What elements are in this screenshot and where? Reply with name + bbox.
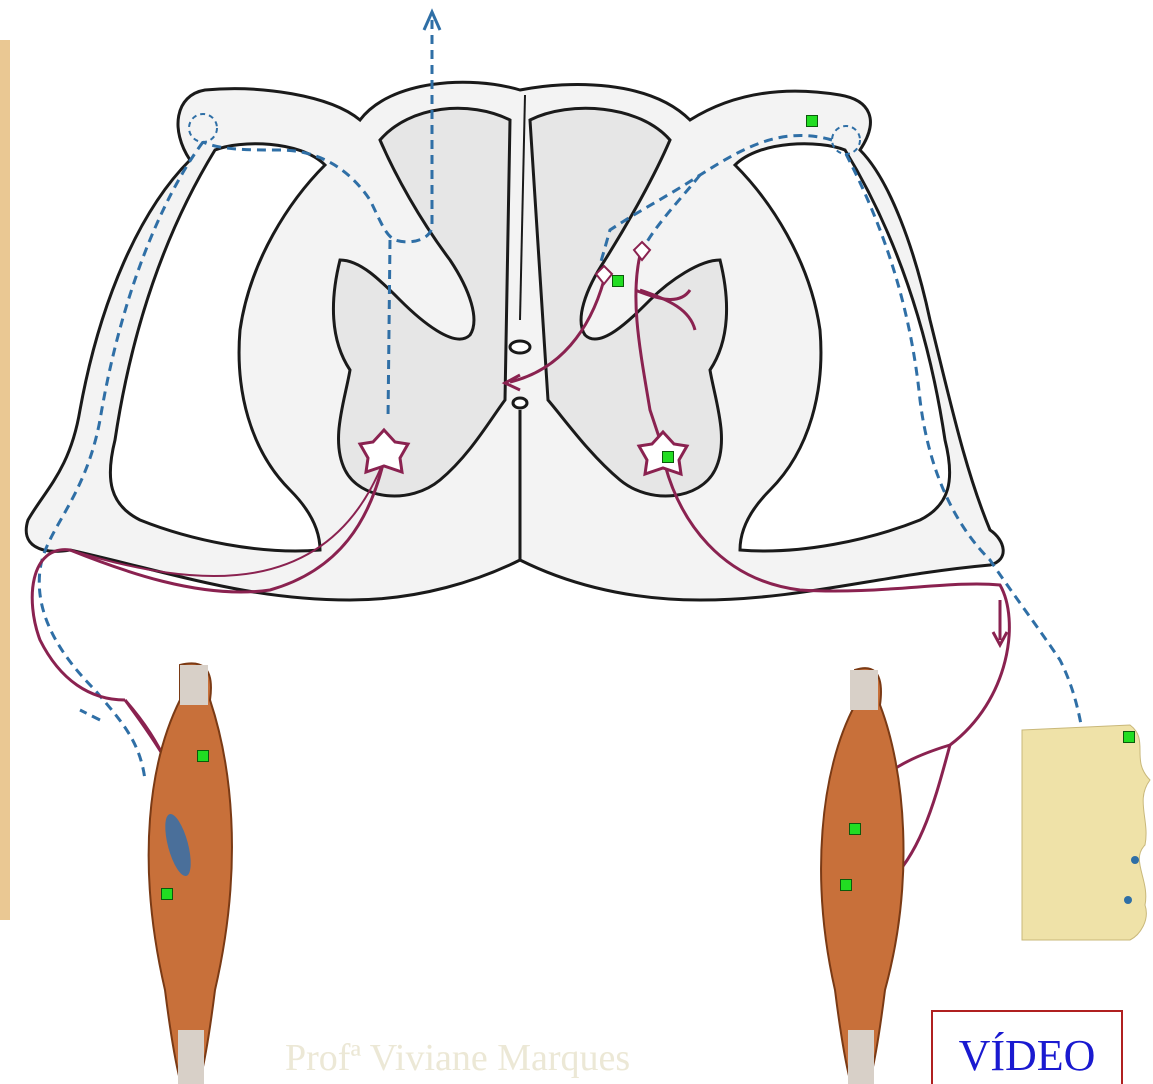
- author-watermark: Profª Viviane Marques: [285, 1036, 630, 1080]
- hotspot-marker-icon[interactable]: [662, 451, 674, 463]
- skin-receptor-icon: [1124, 896, 1132, 904]
- video-button[interactable]: VÍDEO: [931, 1010, 1123, 1084]
- hotspot-marker-icon[interactable]: [197, 750, 209, 762]
- right-muscle-icon: [821, 668, 903, 1084]
- skin-section: [1022, 725, 1150, 940]
- skin-receptor-icon: [1131, 856, 1139, 864]
- fissure-tip: [513, 398, 527, 408]
- central-canal: [510, 341, 530, 353]
- hotspot-marker-icon[interactable]: [849, 823, 861, 835]
- left-edge-strip: [0, 40, 10, 920]
- hotspot-marker-icon[interactable]: [612, 275, 624, 287]
- hotspot-marker-icon[interactable]: [161, 888, 173, 900]
- hotspot-marker-icon[interactable]: [840, 879, 852, 891]
- left-muscle-icon: [149, 663, 232, 1084]
- hotspot-marker-icon[interactable]: [1123, 731, 1135, 743]
- hotspot-marker-icon[interactable]: [806, 115, 818, 127]
